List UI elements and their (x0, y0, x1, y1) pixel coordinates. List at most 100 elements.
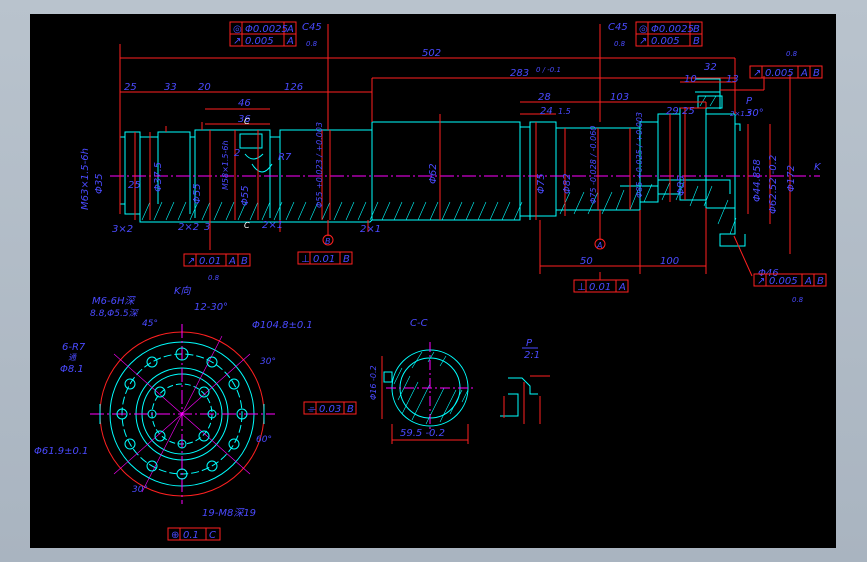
section-cc-title: C-C (410, 318, 428, 329)
tol-left-value: 0.01 (199, 256, 221, 267)
section-c-top: C (244, 117, 250, 126)
top-left-tolerance-frame: ◎ Φ0.0025 A ↗ 0.005 A C45 0.8 (229, 21, 322, 48)
diameter-82: Φ82 (562, 173, 573, 194)
tol-frame-position-flange: ⊕ 0.1 C (167, 527, 221, 541)
roughness-top-right: 0.8 (614, 40, 626, 48)
dim-100: 100 (660, 256, 679, 267)
k-view-30deg-b: 30° (132, 485, 148, 495)
roughness-bottom-left: 0.8 (208, 274, 220, 282)
dim-10: 10 (684, 74, 697, 85)
dim-2: 2 (234, 148, 240, 159)
roughness-bottom-right: 0.8 (792, 296, 804, 304)
dim-283: 283 (510, 68, 529, 79)
k-view-thread2: 8.8,Φ5.5深 (90, 308, 140, 319)
dim-46: 46 (238, 98, 251, 109)
k-view-d8: Φ8.1 (60, 364, 84, 375)
diameter-55b: Φ55 (240, 185, 251, 206)
k-view-r7-note: 通 (68, 353, 77, 362)
roughness-top-right-2: 0.8 (786, 50, 798, 58)
diameter-37-5: Φ37.5 (153, 162, 164, 192)
dim-25b: 25 (682, 106, 695, 117)
tol-left-datum1: A (228, 256, 236, 267)
dim-2x1b: 2×1 (360, 224, 381, 235)
tol-frame-perp-mid: ⊥ 0.01 B (297, 251, 353, 265)
dim-24: 24 (540, 106, 553, 117)
tol-right-datum2: B (817, 276, 824, 287)
angle-30: 30° (746, 108, 764, 119)
tol-right-datum1: A (804, 276, 812, 287)
k-view-bolt-circle: Φ104.8±0.1 (252, 320, 313, 331)
top-right-tol-symbol: ◎ (639, 24, 648, 35)
k-view-r7: 6-R7 (62, 342, 86, 353)
dim-3: 3 (204, 222, 210, 233)
section-cc-slot: Φ16 -0.2 (369, 365, 378, 400)
section-cc (381, 342, 474, 444)
top-right-tol-row2-symbol: ↗ (639, 36, 647, 47)
k-view-45deg: 45° (142, 319, 158, 329)
detail-p (500, 375, 550, 424)
k-view-d61: Φ61.9±0.1 (34, 446, 88, 457)
detail-p-marker: P (746, 96, 753, 107)
top-right-tol-row2-datum: B (693, 36, 700, 47)
diameter-62-52: Φ62.52 -0.2 (768, 155, 779, 214)
k-view-thread: M6-6H深 (92, 295, 136, 307)
top-right-tol-row2-value: 0.005 (651, 36, 680, 47)
shaft-outline (119, 78, 746, 247)
k-view-60deg: 60° (256, 435, 272, 445)
diameter-172: Φ172 (786, 165, 797, 192)
dim-1-5: 1.5 (558, 107, 571, 116)
section-c-left: C (244, 221, 250, 230)
diameter-85: Φ85 (676, 175, 687, 196)
section-cc-dim: 59.5 -0.2 (400, 428, 445, 439)
top-right-tol-datum: B (693, 24, 700, 35)
tol-flange-value: 0.1 (183, 530, 199, 541)
tol-flange-symbol: ⊕ (171, 530, 179, 541)
diameter-m63: M63×1.5-6h (80, 148, 91, 210)
dim-103: 103 (610, 92, 629, 103)
diameter-62: Φ62 (428, 163, 439, 184)
top-left-tol-datum: A (286, 24, 294, 35)
top-right-tol-value: Φ0.0025 (651, 24, 694, 35)
tol-frame-runout-right: ↗ 0.005 A B 0.8 (753, 273, 827, 304)
diameter-75: Φ75 (536, 173, 547, 194)
diameter-35: Φ35 (94, 173, 105, 194)
dim-28: 28 (538, 92, 551, 103)
top-left-tol-value: Φ0.0025 (245, 24, 288, 35)
dim-36: 36 (238, 114, 251, 125)
tol-left-datum2: B (241, 256, 248, 267)
dim-126: 126 (284, 82, 303, 93)
detail-p-scale: 2:1 (524, 350, 540, 361)
k-view-title: K向 (174, 285, 192, 297)
tol-mid-symbol: ⊥ (301, 254, 310, 265)
top-left-tol-row2-datum: A (286, 36, 294, 47)
datum-b: B (325, 237, 331, 246)
tol-right-value: 0.005 (769, 276, 798, 287)
dim-33: 33 (164, 82, 177, 93)
tol-frame-runout-top-right: ↗ 0.005 A B 0.8 (749, 50, 823, 79)
dim-32: 32 (704, 62, 717, 73)
section-cc-tol-symbol: ⌯ (307, 404, 316, 415)
tol-topright-symbol: ↗ (753, 68, 761, 79)
dim-283-tol: 0 / -0.1 (536, 66, 561, 74)
top-left-tol-row2-symbol: ↗ (233, 36, 241, 47)
dim-20: 20 (198, 82, 211, 93)
shaft-hatching (141, 95, 737, 235)
tol-frame-runout-left: ↗ 0.01 A B 0.8 (183, 253, 251, 282)
dim-13: 13 (726, 74, 739, 85)
dim-25x: 25 (128, 180, 141, 191)
tol-topright-datum2: B (813, 68, 820, 79)
chamfer-left-label: C45 (302, 22, 322, 33)
dim-29: 29 (666, 106, 679, 117)
roughness-top-left: 0.8 (306, 40, 318, 48)
tol-right-symbol: ↗ (757, 276, 765, 287)
dim-2x1: 2×1 (262, 220, 283, 231)
dimension-lines (119, 24, 791, 280)
cad-drawing-viewport[interactable]: ◎ Φ0.0025 A ↗ 0.005 A C45 0.8 ◎ Φ0.0025 … (30, 14, 836, 548)
detail-p-title: P (526, 338, 533, 349)
chamfer-2x1-5: 2×1.5 (730, 110, 752, 118)
dim-3x2: 3×2 (112, 224, 133, 235)
tol-center-value: 0.01 (589, 282, 611, 293)
tol-frame-perp-center: ⊥ 0.01 A (573, 279, 629, 293)
section-cc-tol-value: 0.03 (319, 404, 341, 415)
dim-50: 50 (580, 256, 593, 267)
